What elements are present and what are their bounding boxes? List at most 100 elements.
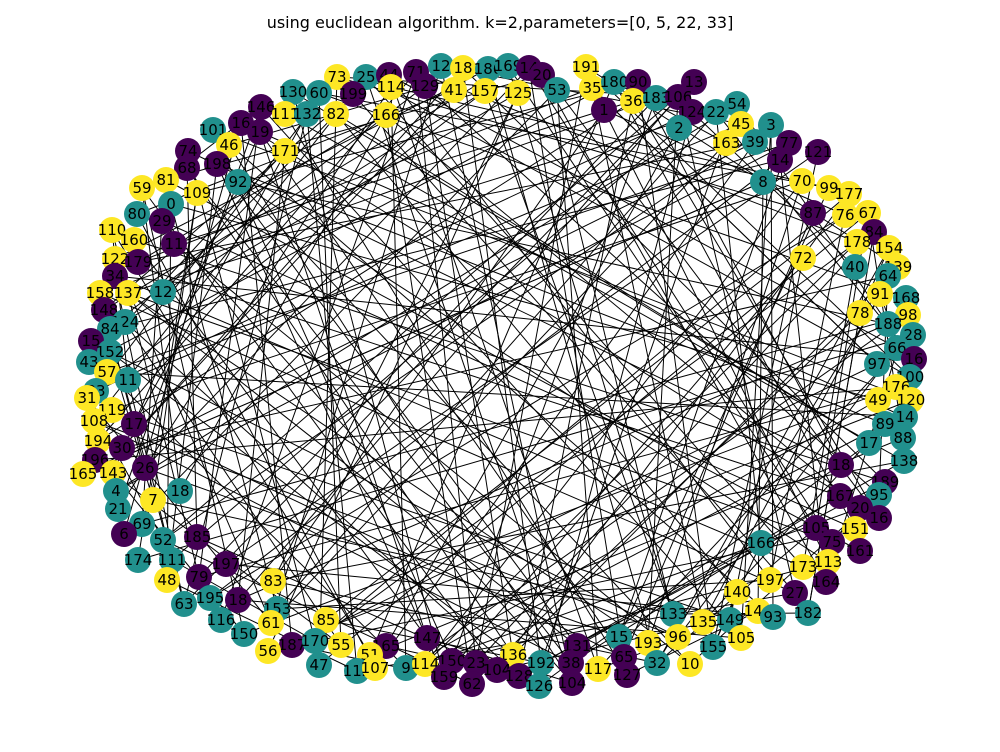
node-label: 180	[600, 73, 629, 91]
graph-edge	[99, 97, 657, 294]
graph-edge	[518, 100, 634, 677]
node-label: 76	[835, 206, 854, 224]
graph-node: 132	[293, 101, 321, 127]
graph-node: 173	[789, 554, 818, 580]
node-label: 19	[250, 123, 269, 141]
graph-node: 114	[377, 74, 405, 100]
graph-edge	[114, 275, 915, 360]
node-circle	[558, 650, 584, 676]
node-circle	[216, 132, 242, 158]
graph-edge	[136, 213, 376, 669]
node-circle	[832, 202, 858, 228]
node-circle	[78, 328, 104, 354]
graph-edge	[198, 97, 657, 578]
node-label: 89	[875, 415, 894, 433]
node-label: 173	[789, 558, 818, 576]
node-circle	[324, 64, 350, 90]
node-circle	[847, 300, 873, 326]
node-label: 157	[471, 82, 500, 100]
node-label: 166	[372, 106, 401, 124]
graph-edge	[388, 74, 771, 581]
graph-node: 191	[572, 54, 600, 80]
graph-edge	[162, 90, 486, 293]
graph-edge	[82, 181, 764, 475]
node-label: 20	[850, 499, 869, 517]
graph-edge	[109, 159, 781, 330]
node-label: 15	[609, 628, 628, 646]
node-circle	[125, 249, 151, 275]
node-label: 18	[170, 482, 189, 500]
node-label: 82	[326, 105, 345, 123]
node-label: 169	[494, 57, 523, 75]
node-circle	[864, 351, 890, 377]
graph-node: 61	[258, 610, 284, 636]
node-circle	[140, 487, 166, 513]
graph-node: 166	[747, 530, 775, 556]
node-label: 1	[599, 101, 609, 119]
node-circle	[340, 81, 366, 107]
graph-node: 126	[525, 673, 554, 699]
node-circle	[690, 609, 716, 635]
graph-node: 8	[750, 169, 776, 195]
node-circle	[703, 99, 729, 125]
node-circle	[475, 56, 501, 82]
graph-edge	[165, 179, 861, 552]
node-label: 17	[859, 434, 878, 452]
graph-node: 21	[105, 496, 131, 522]
graph-edge	[141, 187, 181, 492]
node-label: 14	[770, 151, 789, 169]
node-circle	[660, 601, 686, 627]
node-label: 16	[231, 114, 250, 132]
node-circle	[94, 359, 120, 385]
node-circle	[184, 180, 210, 206]
node-label: 147	[413, 629, 442, 647]
graph-node: 39	[742, 129, 768, 155]
node-label: 15	[81, 332, 100, 350]
node-circle	[306, 80, 332, 106]
graph-node: 182	[794, 600, 822, 626]
graph-node: 11	[115, 367, 141, 393]
graph-node: 18	[828, 452, 854, 478]
node-label: 47	[309, 656, 328, 674]
graph-node: 164	[812, 569, 840, 595]
node-label: 117	[584, 660, 613, 678]
graph-node: 177	[835, 181, 863, 207]
node-label: 70	[792, 172, 811, 190]
node-label: 57	[97, 363, 116, 381]
graph-node: 107	[361, 655, 389, 681]
node-circle	[97, 316, 123, 342]
node-label: 11	[118, 371, 137, 389]
graph-edge	[220, 71, 417, 621]
node-circle	[258, 610, 284, 636]
graph-edge	[216, 163, 578, 647]
graph-edge	[183, 113, 308, 605]
graph-edge	[528, 67, 833, 543]
node-label: 174	[124, 551, 153, 569]
graph-edge	[161, 220, 856, 530]
node-label: 96	[668, 628, 687, 646]
graph-edge	[162, 124, 772, 541]
graph-edge	[272, 460, 905, 582]
graph-node: 171	[271, 138, 300, 164]
node-label: 185	[183, 528, 212, 546]
node-label: 116	[207, 611, 236, 629]
graph-node: 83	[260, 568, 286, 594]
graph-node: 38	[558, 650, 584, 676]
graph-node: 129	[411, 73, 439, 99]
node-label: 126	[525, 677, 554, 695]
graph-edge	[528, 67, 628, 676]
graph-edge	[133, 113, 308, 425]
graph-edge	[237, 323, 889, 601]
graph-edge	[121, 89, 455, 449]
node-circle	[174, 155, 200, 181]
graph-edge	[115, 142, 790, 492]
graph-node: 192	[527, 650, 555, 676]
node-circle	[635, 630, 661, 656]
graph-node: 125	[504, 80, 532, 106]
node-circle	[459, 671, 485, 697]
graph-edge	[540, 481, 886, 664]
graph-node: 109	[183, 180, 211, 206]
node-circle	[184, 524, 210, 550]
node-label: 171	[271, 142, 300, 160]
graph-node: 36	[620, 88, 646, 114]
